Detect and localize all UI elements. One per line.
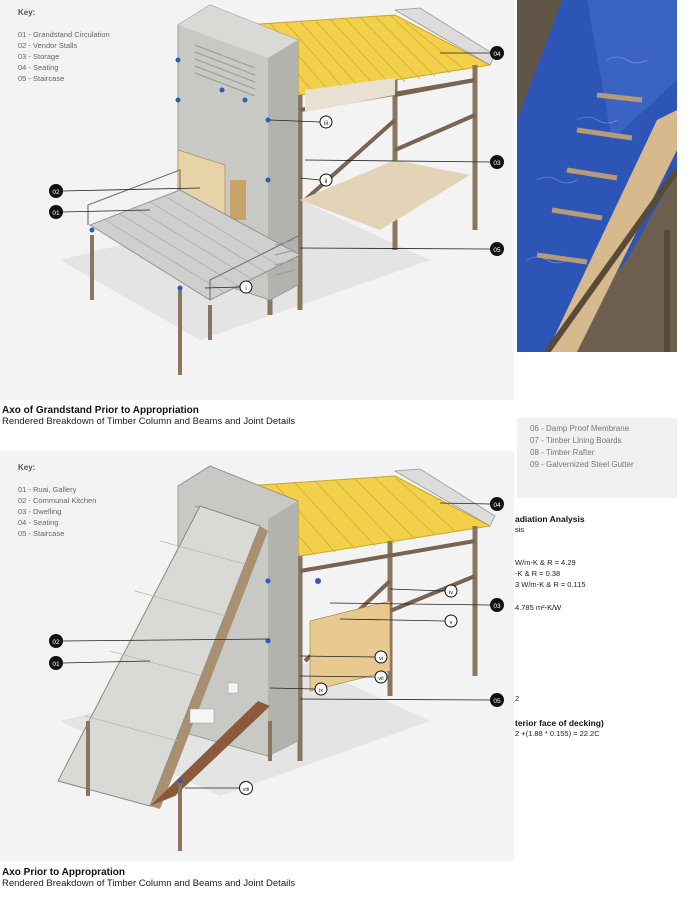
seating-rail [393,468,496,527]
callout-marker [490,598,504,612]
roman-callouts: iv v vi vii ix viii [239,584,458,795]
analysis-number: 2 [515,694,520,703]
upper-deck [305,78,395,112]
key-list: 01 - Ruai, Gallery 02 - Communal Kitchen… [18,484,96,539]
top-axo-drawing: 02 01 04 03 05 iii ii i [49,4,504,375]
key-item: 04 - Seating [18,518,59,527]
timber-rafters [536,92,643,265]
callout-marker [49,634,63,648]
callout-marker [49,184,63,198]
analysis-line: 3 W/m-K & R = 0.115 [515,580,586,589]
dwelling-unit [309,600,391,692]
callout-label: viii [243,787,249,793]
callout-marker [374,670,388,684]
callout-label: v [450,620,453,626]
key-item: 03 - Storage [18,52,60,61]
callout-marker [490,46,504,60]
callout-marker [49,656,63,670]
callout-label: 01 [52,210,60,217]
callout-label: 04 [493,502,501,509]
grated-walkway [89,189,301,301]
callout-label: 03 [493,603,501,610]
key-item: 05 - Staircase [18,529,65,538]
key-item: 05 - Staircase [18,74,65,83]
caption-title: Axo Prior to Appropration [2,867,125,878]
decking-title: terior face of decking) [515,718,604,728]
callout-label: ii [325,179,328,185]
callout-label: 02 [52,189,60,196]
callout-label: 05 [493,247,501,254]
analysis-subtitle: sis [515,525,525,534]
key-item: 06 - Damp Proof Membrane [530,424,630,433]
callout-label: vi [379,656,383,662]
callout-label: 05 [493,698,501,705]
analysis-line: -K & R = 0.38 [515,569,561,578]
key-item: 01 - Grandstand Circulation [18,30,110,39]
analysis-line: W/m-K & R = 4.29 [515,558,576,567]
callout-marker [490,693,504,707]
callout-label: vii [378,676,383,682]
callout-marker [239,280,253,294]
key-item: 04 - Seating [18,63,59,72]
table [189,708,215,724]
key-item: 02 - Communal Kitchen [18,496,97,505]
key-item: 08 - Timber Rafter [530,448,595,457]
callout-marker [490,155,504,169]
callout-label: 01 [52,661,60,668]
joint-detail-drawing [517,0,677,352]
callout-label: iv [449,590,453,596]
stall-door [230,180,246,220]
key-list: 01 - Grandstand Circulation 02 - Vendor … [18,29,110,84]
callout-marker [319,173,333,187]
callout-label: 02 [52,639,60,646]
top-axo-panel: 02 01 04 03 05 iii ii i Key: 01 - Grands… [0,0,514,400]
key-item: 03 - Dwelling [18,507,62,516]
callout-marker [490,497,504,511]
analysis-title: adiation Analysis [515,514,585,524]
mid-deck [300,160,470,230]
callout-label: i [245,286,246,292]
chair [227,682,239,694]
radiation-analysis: adiation Analysis sis W/m-K & R = 4.29 -… [515,514,685,739]
callout-marker [239,781,253,795]
timber-lining-board [547,110,677,352]
callout-marker [49,205,63,219]
caption-subtitle: Rendered Breakdown of Timber Column and … [2,878,296,889]
key-item: 01 - Ruai, Gallery [18,485,77,494]
bottom-axo-panel: 02 01 04 03 05 iv v vi vii ix viii Key: [0,451,514,861]
bottom-axo-drawing: 02 01 04 03 05 iv v vi vii ix viii [49,465,504,851]
callout-label: iii [324,121,328,127]
callout-marker [444,614,458,628]
callout-marker [444,584,458,598]
key-item: 09 - Galvernized Steel Gutter [530,460,634,469]
caption-title: Axo of Grandstand Prior to Appropriation [2,405,199,416]
key-item: 07 - Timber Lining Boards [530,436,622,445]
decking-formula: 2 +(1.88 * 0.155) = 22.2C [515,729,600,738]
joint-detail-panel [517,0,677,352]
caption-subtitle: Rendered Breakdown of Timber Column and … [2,416,296,427]
callout-label: 04 [493,51,501,58]
numbered-callouts: 02 01 04 03 05 [49,46,504,256]
callout-marker [319,115,333,129]
callout-label: ix [319,688,323,694]
key-title: Key: [18,463,36,472]
detail-key-box: 06 - Damp Proof Membrane 07 - Timber Lin… [517,418,677,498]
callout-marker [374,650,388,664]
key-item: 02 - Vendor Stalls [18,41,78,50]
analysis-total: 4.785 m²-K/W [515,603,562,612]
roman-callouts: iii ii i [239,115,333,294]
key-title: Key: [18,8,36,17]
numbered-callouts: 02 01 04 03 05 [49,497,504,707]
callout-marker [490,242,504,256]
callout-label: 03 [493,160,501,167]
callout-marker [314,682,328,696]
